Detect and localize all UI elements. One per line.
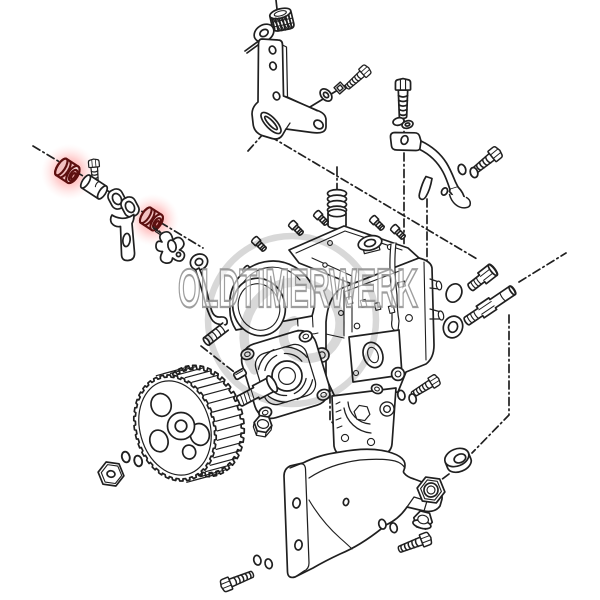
pump-shaft — [235, 375, 279, 407]
cam-plate — [152, 226, 186, 264]
hex-bolt-with-washers — [319, 62, 374, 102]
bottom-bolt — [218, 567, 257, 594]
control-lever-clevis — [107, 188, 140, 262]
bracket-bolt — [395, 530, 434, 557]
timing-gear — [132, 364, 246, 483]
mounting-bracket — [283, 448, 446, 579]
union-bolt-lower — [463, 285, 517, 326]
watermark-logo — [204, 232, 380, 408]
knurled-cap-nut — [268, 7, 295, 32]
watermark-text: OLDTIMERWERK — [177, 256, 419, 320]
control-arm — [389, 131, 472, 209]
pivot-washer — [253, 23, 275, 43]
o-ring-upper — [445, 282, 463, 304]
support-bracket — [251, 38, 327, 140]
retaining-clip-pair — [453, 155, 483, 187]
union-bolt-upper — [467, 263, 499, 292]
flange-nut — [97, 461, 125, 487]
injection-pump-assembly — [228, 188, 445, 457]
woodruff-key — [232, 367, 248, 381]
pump-top-spring — [326, 188, 348, 230]
bolt-washers — [392, 116, 414, 130]
rubber-grommet — [443, 447, 473, 474]
vertical-hex-bolt — [394, 77, 412, 120]
lock-nut — [412, 510, 434, 530]
retaining-clip-bottom — [249, 547, 277, 577]
svg-text:OLDTIMERWERK: OLDTIMERWERK — [178, 257, 418, 319]
sealing-washer — [442, 315, 464, 339]
shaft-nut — [252, 414, 273, 438]
spacer-sleeve — [79, 174, 109, 200]
